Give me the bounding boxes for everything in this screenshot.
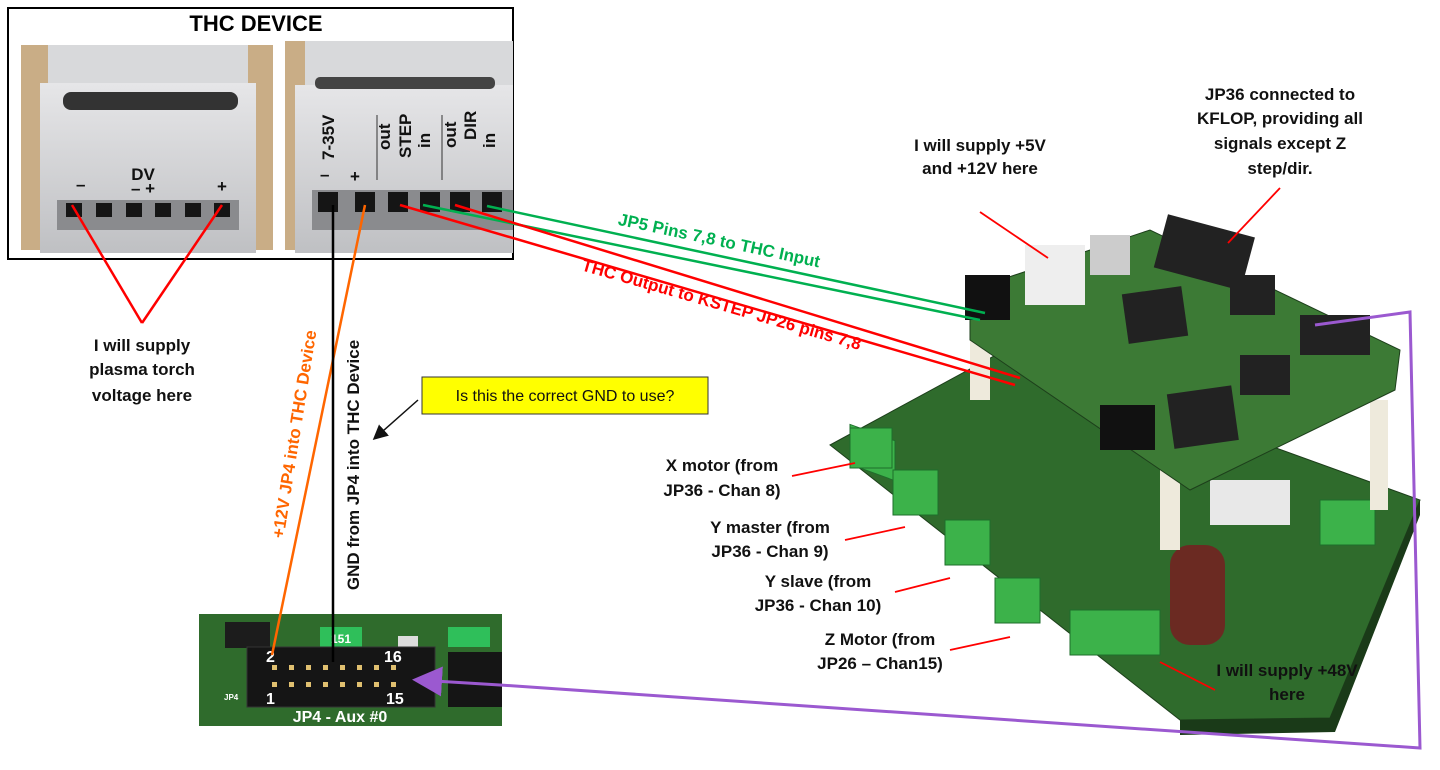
torch-wire-minus — [70, 204, 144, 324]
pointer-y-slave — [894, 577, 951, 593]
note-line: JP36 - Chan 9) — [711, 542, 828, 561]
terminal-voltage-label: 7-35V — [319, 114, 338, 160]
jp4-pin-15: 15 — [386, 691, 404, 708]
torch-voltage-note: I will supply plasma torch voltage here — [89, 336, 195, 405]
note-line: I will supply +5V — [914, 136, 1046, 155]
note-line: and +12V here — [922, 159, 1038, 178]
note-line: Y master (from — [710, 518, 830, 537]
wires — [70, 187, 1422, 750]
question-text: Is this the correct GND to use? — [456, 388, 675, 405]
note-line: step/dir. — [1247, 159, 1312, 178]
y-slave-note: Y slave (from JP36 - Chan 10) — [755, 572, 882, 615]
thc-device-title: THC DEVICE — [189, 11, 322, 36]
note-line: voltage here — [92, 386, 192, 405]
terminal-minus-label: – — [76, 175, 85, 194]
jp36-note: JP36 connected to KFLOP, providing all s… — [1197, 85, 1363, 178]
terminal-step-label: STEP — [396, 114, 415, 158]
plus12v-label: +12V JP4 into THC Device — [269, 329, 321, 540]
note-line: here — [1269, 685, 1305, 704]
thc-output-label: THC Output to KSTEP JP26 pins 7,8 — [580, 256, 864, 354]
thc-output-wire-1 — [399, 203, 1016, 387]
pointer-jp36 — [1227, 187, 1281, 244]
terminal-dv-polarity: – + — [131, 179, 155, 198]
pointer-48v — [1159, 661, 1216, 691]
pointer-x-motor — [791, 462, 856, 477]
z-motor-note: Z Motor (from JP26 – Chan15) — [817, 630, 943, 673]
question-arrow — [372, 399, 419, 440]
note-line: I will supply — [94, 336, 191, 355]
note-line: X motor (from — [666, 456, 778, 475]
jp4-pin-2: 2 — [266, 649, 275, 666]
note-line: I will supply +48V — [1216, 661, 1358, 680]
question-callout: Is this the correct GND to use? — [421, 376, 709, 415]
jp4-pin-1: 1 — [266, 691, 275, 708]
jp4-caption: JP4 - Aux #0 — [293, 709, 388, 726]
note-line: Z Motor (from — [825, 630, 935, 649]
pointer-5v12v — [979, 211, 1049, 259]
pointer-y-master — [844, 526, 906, 541]
terminal-dir-label: DIR — [461, 111, 480, 140]
thc-right-terminal-photo: 7-35V – + out STEP in out DIR in — [285, 41, 513, 253]
jp4-connector-photo: 151 2 16 1 15 JP4 JP4 - Aux #0 — [199, 614, 502, 726]
terminal-minus-label-2: – — [320, 165, 329, 184]
note-line: JP36 - Chan 10) — [755, 596, 882, 615]
supply-48v-note: I will supply +48V here — [1216, 661, 1358, 704]
note-line: Y slave (from — [765, 572, 871, 591]
terminal-plus-label-2: + — [350, 167, 360, 186]
pointer-z-motor — [949, 636, 1011, 651]
supply-5v12v-note: I will supply +5V and +12V here — [914, 136, 1046, 178]
torch-wire-plus — [140, 204, 224, 324]
terminal-in-label: in — [415, 133, 434, 148]
note-line: plasma torch — [89, 360, 195, 379]
plus12v-wire — [270, 204, 367, 656]
terminal-plus-label: + — [217, 177, 227, 196]
jp4-chip-label: 151 — [331, 632, 351, 646]
jp36-to-jp4-wire — [412, 310, 1422, 750]
note-line: JP26 – Chan15) — [817, 654, 943, 673]
note-line: JP36 connected to — [1205, 85, 1355, 104]
note-line: signals except Z — [1214, 134, 1346, 153]
terminal-out-label-2: out — [441, 121, 460, 148]
terminal-dv-label: DV — [131, 165, 155, 184]
jp5-wire-2 — [486, 204, 986, 315]
x-motor-note: X motor (from JP36 - Chan 8) — [663, 456, 780, 500]
note-line: JP36 - Chan 8) — [663, 481, 780, 500]
thc-output-wire-2 — [454, 203, 1021, 380]
note-line: KFLOP, providing all — [1197, 109, 1363, 128]
jp4-pin-16: 16 — [384, 649, 402, 666]
thc-device-panel: THC DEVICE – DV – + + 7-35V – + — [7, 7, 514, 260]
gnd-label: GND from JP4 into THC Device — [344, 340, 363, 590]
y-master-note: Y master (from JP36 - Chan 9) — [710, 518, 830, 561]
terminal-in-label-2: in — [480, 133, 499, 148]
terminal-out-label: out — [375, 123, 394, 150]
thc-left-terminal-photo: – DV – + + — [21, 45, 273, 253]
jp4-silk-label: JP4 — [224, 693, 239, 702]
jp4-pins — [272, 665, 396, 687]
kstep-kflop-board-photo — [829, 214, 1421, 735]
